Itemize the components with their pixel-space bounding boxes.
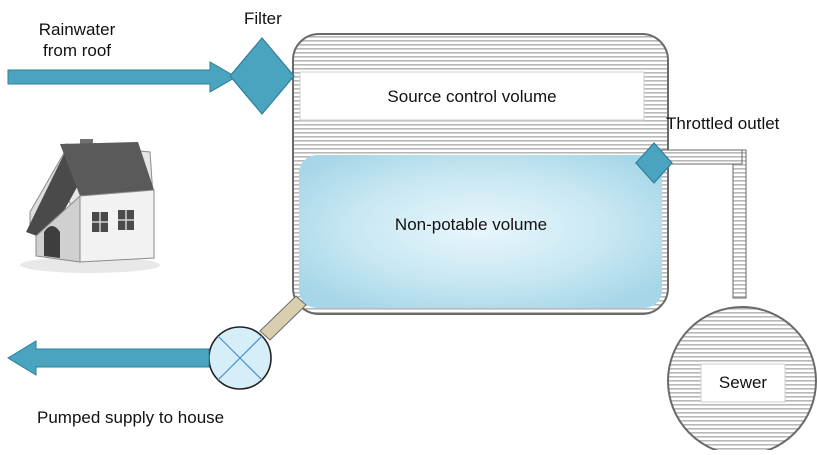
outlet-pipe [661,149,747,299]
sewer-label: Sewer [718,373,768,392]
rainwater-label: Rainwater from roof [22,19,132,61]
rainwater-label-line2: from roof [42,41,112,60]
pumped-supply-arrow [7,340,210,376]
rainwater-label-line1: Rainwater [38,20,116,39]
house-icon [20,139,160,273]
storage-tank [292,33,669,315]
sewer-label-box [700,363,786,403]
pump-icon [208,326,272,390]
pump-supply-pipe [259,295,307,341]
sewer-tank [667,306,817,455]
filter-label: Filter [244,9,282,28]
source-control-box [299,71,645,121]
source-control-volume-label: Source control volume [387,87,557,106]
pumped-supply-label: Pumped supply to house [37,408,225,427]
non-potable-volume-label: Non-potable volume [394,215,548,234]
non-potable-water-area [299,155,662,308]
rainwater-inflow-arrow [7,61,238,93]
outlet-valve-icon [635,142,673,184]
throttled-outlet-label: Throttled outlet [666,114,780,133]
filter-icon [229,37,295,115]
